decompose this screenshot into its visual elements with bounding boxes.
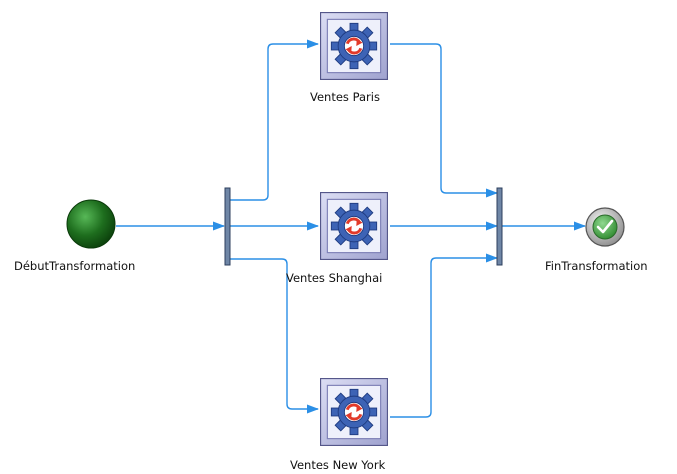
ventes-new-york-gear-icon[interactable] xyxy=(319,378,389,446)
flow-fork-to-ventes-new-york[interactable] xyxy=(229,258,319,414)
ventes-paris-label: Ventes Paris xyxy=(310,90,380,104)
ventes-shanghai-gear-icon[interactable] xyxy=(319,192,389,260)
ventes-paris-gear-icon[interactable] xyxy=(319,12,389,80)
flow-ventes-paris-to-join[interactable] xyxy=(390,43,498,198)
start-node[interactable] xyxy=(66,199,116,249)
flow-fork-to-ventes-paris[interactable] xyxy=(229,39,319,201)
start-circle-icon xyxy=(66,199,116,249)
fork-synchronization-bar[interactable] xyxy=(224,187,231,266)
end-inner-circle-icon xyxy=(592,214,618,240)
end-node[interactable] xyxy=(585,207,625,247)
flow-ventes-new-york-to-join[interactable] xyxy=(390,253,498,418)
start-node-label: DébutTransformation xyxy=(14,259,136,273)
end-node-label: FinTransformation xyxy=(545,259,648,273)
checkmark-icon xyxy=(596,219,614,234)
ventes-new-york-label: Ventes New York xyxy=(290,458,386,472)
ventes-shanghai-label: Ventes Shanghai xyxy=(286,271,383,285)
join-synchronization-bar[interactable] xyxy=(496,187,503,266)
flow-connectors xyxy=(116,39,586,418)
